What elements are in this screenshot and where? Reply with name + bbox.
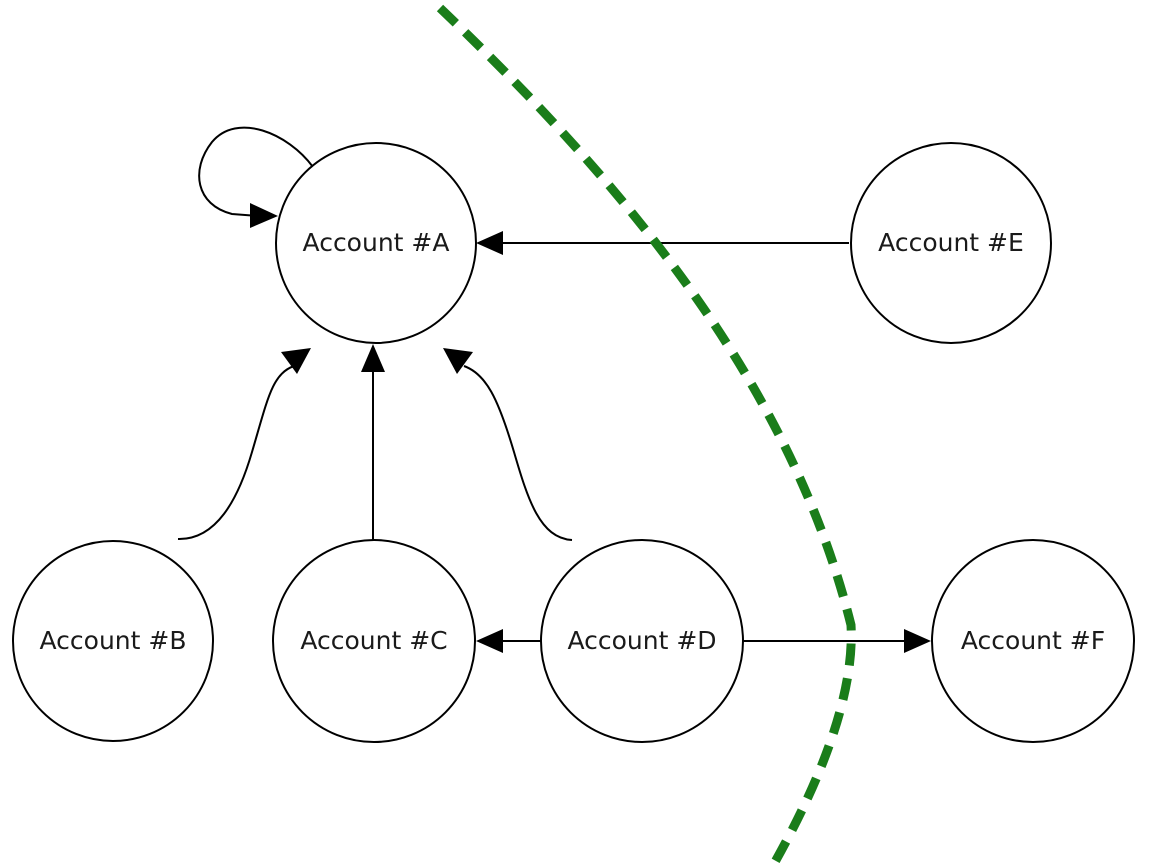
- edge-d-to-f[interactable]: [743, 629, 931, 653]
- node-account-c-label: Account #C: [300, 626, 447, 655]
- node-account-d[interactable]: Account #D: [540, 539, 744, 743]
- node-account-e-label: Account #E: [878, 228, 1024, 257]
- edge-group: [177, 126, 931, 653]
- node-account-f-circle: [931, 539, 1135, 743]
- node-account-b-label: Account #B: [40, 626, 187, 655]
- edge-d-to-a-line: [463, 365, 573, 541]
- arrow-e-to-a: [476, 231, 503, 255]
- edge-a-self-loop-line: [198, 126, 314, 217]
- node-account-b-circle: [12, 540, 214, 742]
- edge-b-to-a[interactable]: [177, 348, 311, 541]
- node-account-e-circle: [850, 142, 1052, 344]
- node-group: Account #A Account #B Account #C Account…: [12, 142, 1135, 743]
- edge-c-to-a[interactable]: [361, 344, 385, 540]
- edge-b-to-a-line: [177, 365, 295, 541]
- node-account-d-circle: [540, 539, 744, 743]
- arrow-c-to-a: [361, 344, 385, 372]
- edge-a-self-loop[interactable]: [198, 126, 314, 228]
- edge-e-to-a[interactable]: [476, 231, 849, 255]
- edge-d-to-c[interactable]: [476, 629, 542, 653]
- node-account-e[interactable]: Account #E: [850, 142, 1052, 344]
- node-account-d-label: Account #D: [567, 626, 716, 655]
- arrow-b-to-a: [281, 348, 311, 374]
- node-account-b[interactable]: Account #B: [12, 540, 214, 742]
- arrow-d-to-f: [904, 629, 931, 653]
- arrow-d-to-a: [443, 348, 473, 374]
- trust-boundary-dashed-curve: [436, 4, 856, 864]
- node-account-f[interactable]: Account #F: [931, 539, 1135, 743]
- node-account-f-label: Account #F: [961, 626, 1105, 655]
- arrow-d-to-c: [476, 629, 503, 653]
- node-account-a-circle: [275, 142, 477, 344]
- node-account-a-label: Account #A: [303, 228, 450, 257]
- edge-d-to-a[interactable]: [443, 348, 573, 541]
- node-account-c-circle: [272, 539, 476, 743]
- node-account-a[interactable]: Account #A: [275, 142, 477, 344]
- arrow-a-self-loop: [250, 203, 278, 228]
- node-account-c[interactable]: Account #C: [272, 539, 476, 743]
